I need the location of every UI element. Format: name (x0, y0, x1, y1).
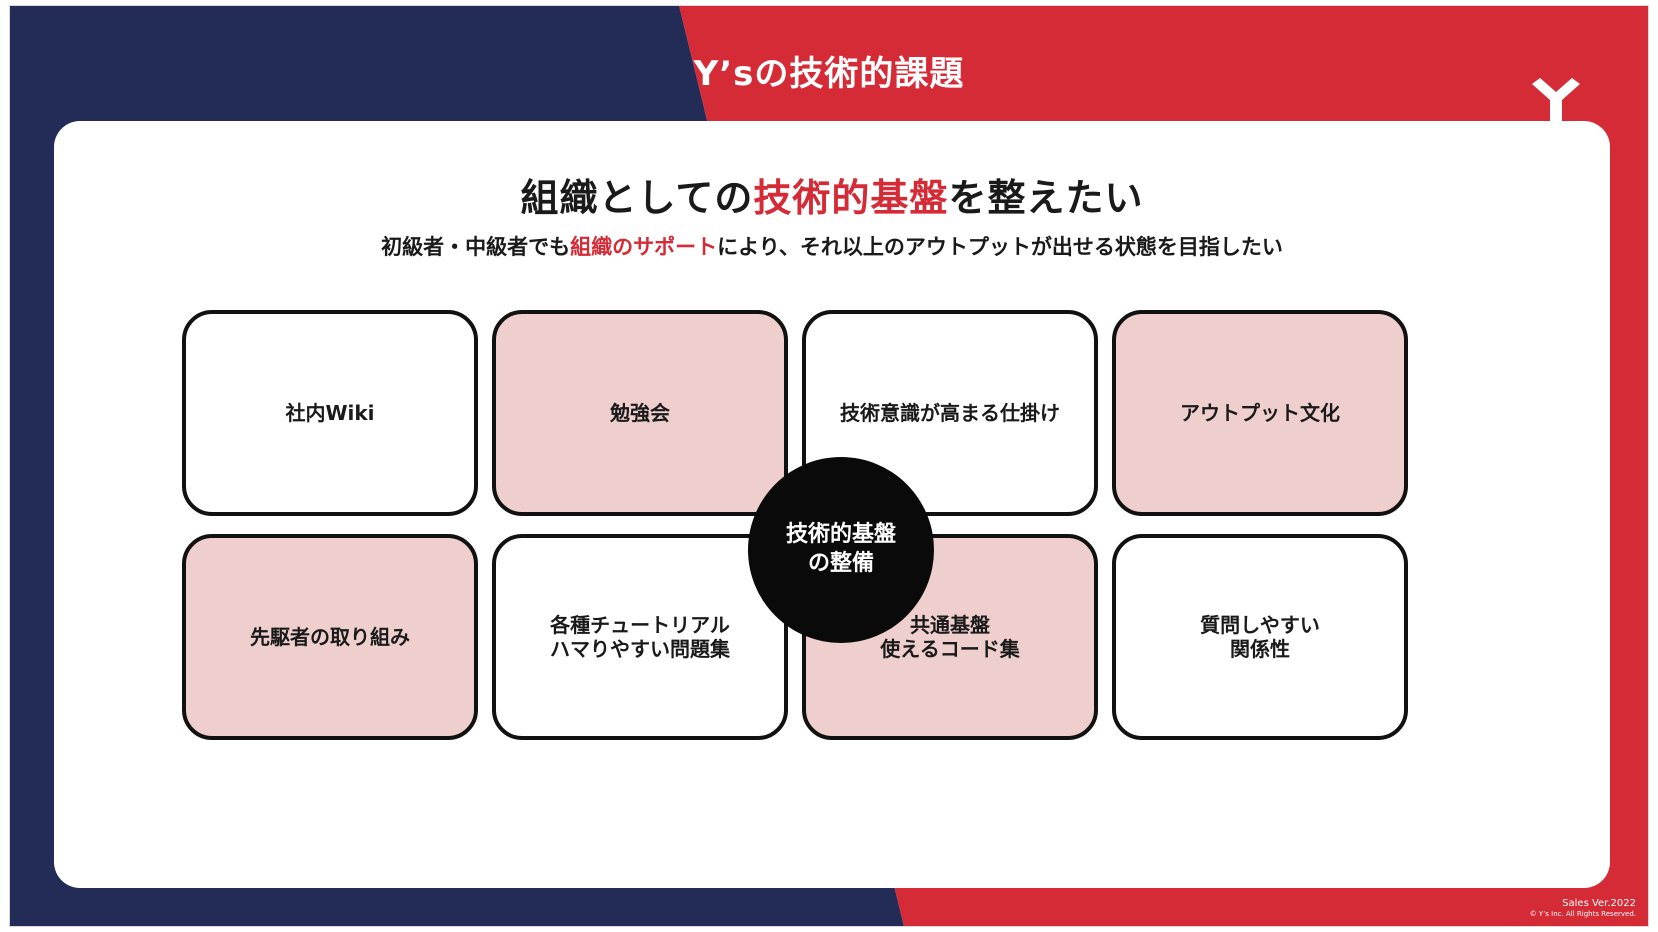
headline-part1: 組織としての (520, 176, 754, 220)
subline-highlight: 組織のサポート (570, 235, 718, 259)
y-logo-icon (1532, 78, 1580, 124)
box-study-session: 勉強会 (492, 310, 788, 516)
headline-part2: を整えたい (948, 176, 1144, 220)
headline-highlight: 技術的基盤 (753, 176, 949, 220)
subline-part2: により、それ以上のアウトプットが出せる状態を目指したい (717, 235, 1283, 259)
box-output-culture: アウトプット文化 (1112, 310, 1408, 516)
box-tutorials: 各種チュートリアル ハマりやすい問題集 (492, 534, 788, 740)
footer: Sales Ver.2022 © Y’s Inc. All Rights Res… (1530, 898, 1636, 918)
slide-title: Y’sの技術的課題 (693, 54, 965, 94)
box-relationships: 質問しやすい 関係性 (1112, 534, 1408, 740)
subheadline: 初級者・中級者でも組織のサポートにより、それ以上のアウトプットが出せる状態を目指… (54, 231, 1610, 261)
content-card: 組織としての技術的基盤を整えたい 初級者・中級者でも組織のサポートにより、それ以… (54, 121, 1610, 888)
box-pioneer-efforts: 先駆者の取り組み (182, 534, 478, 740)
headline: 組織としての技術的基盤を整えたい (54, 167, 1610, 222)
slide: Y’sの技術的課題 組織としての技術的基盤を整えたい 初級者・中級者でも組織のサ… (9, 5, 1649, 927)
subline-part1: 初級者・中級者でも (381, 235, 571, 259)
footer-copyright: © Y’s Inc. All Rights Reserved. (1529, 909, 1636, 918)
box-wiki: 社内Wiki (182, 310, 478, 516)
footer-version: Sales Ver.2022 (1562, 898, 1636, 910)
center-circle: 技術的基盤 の整備 (748, 457, 934, 643)
